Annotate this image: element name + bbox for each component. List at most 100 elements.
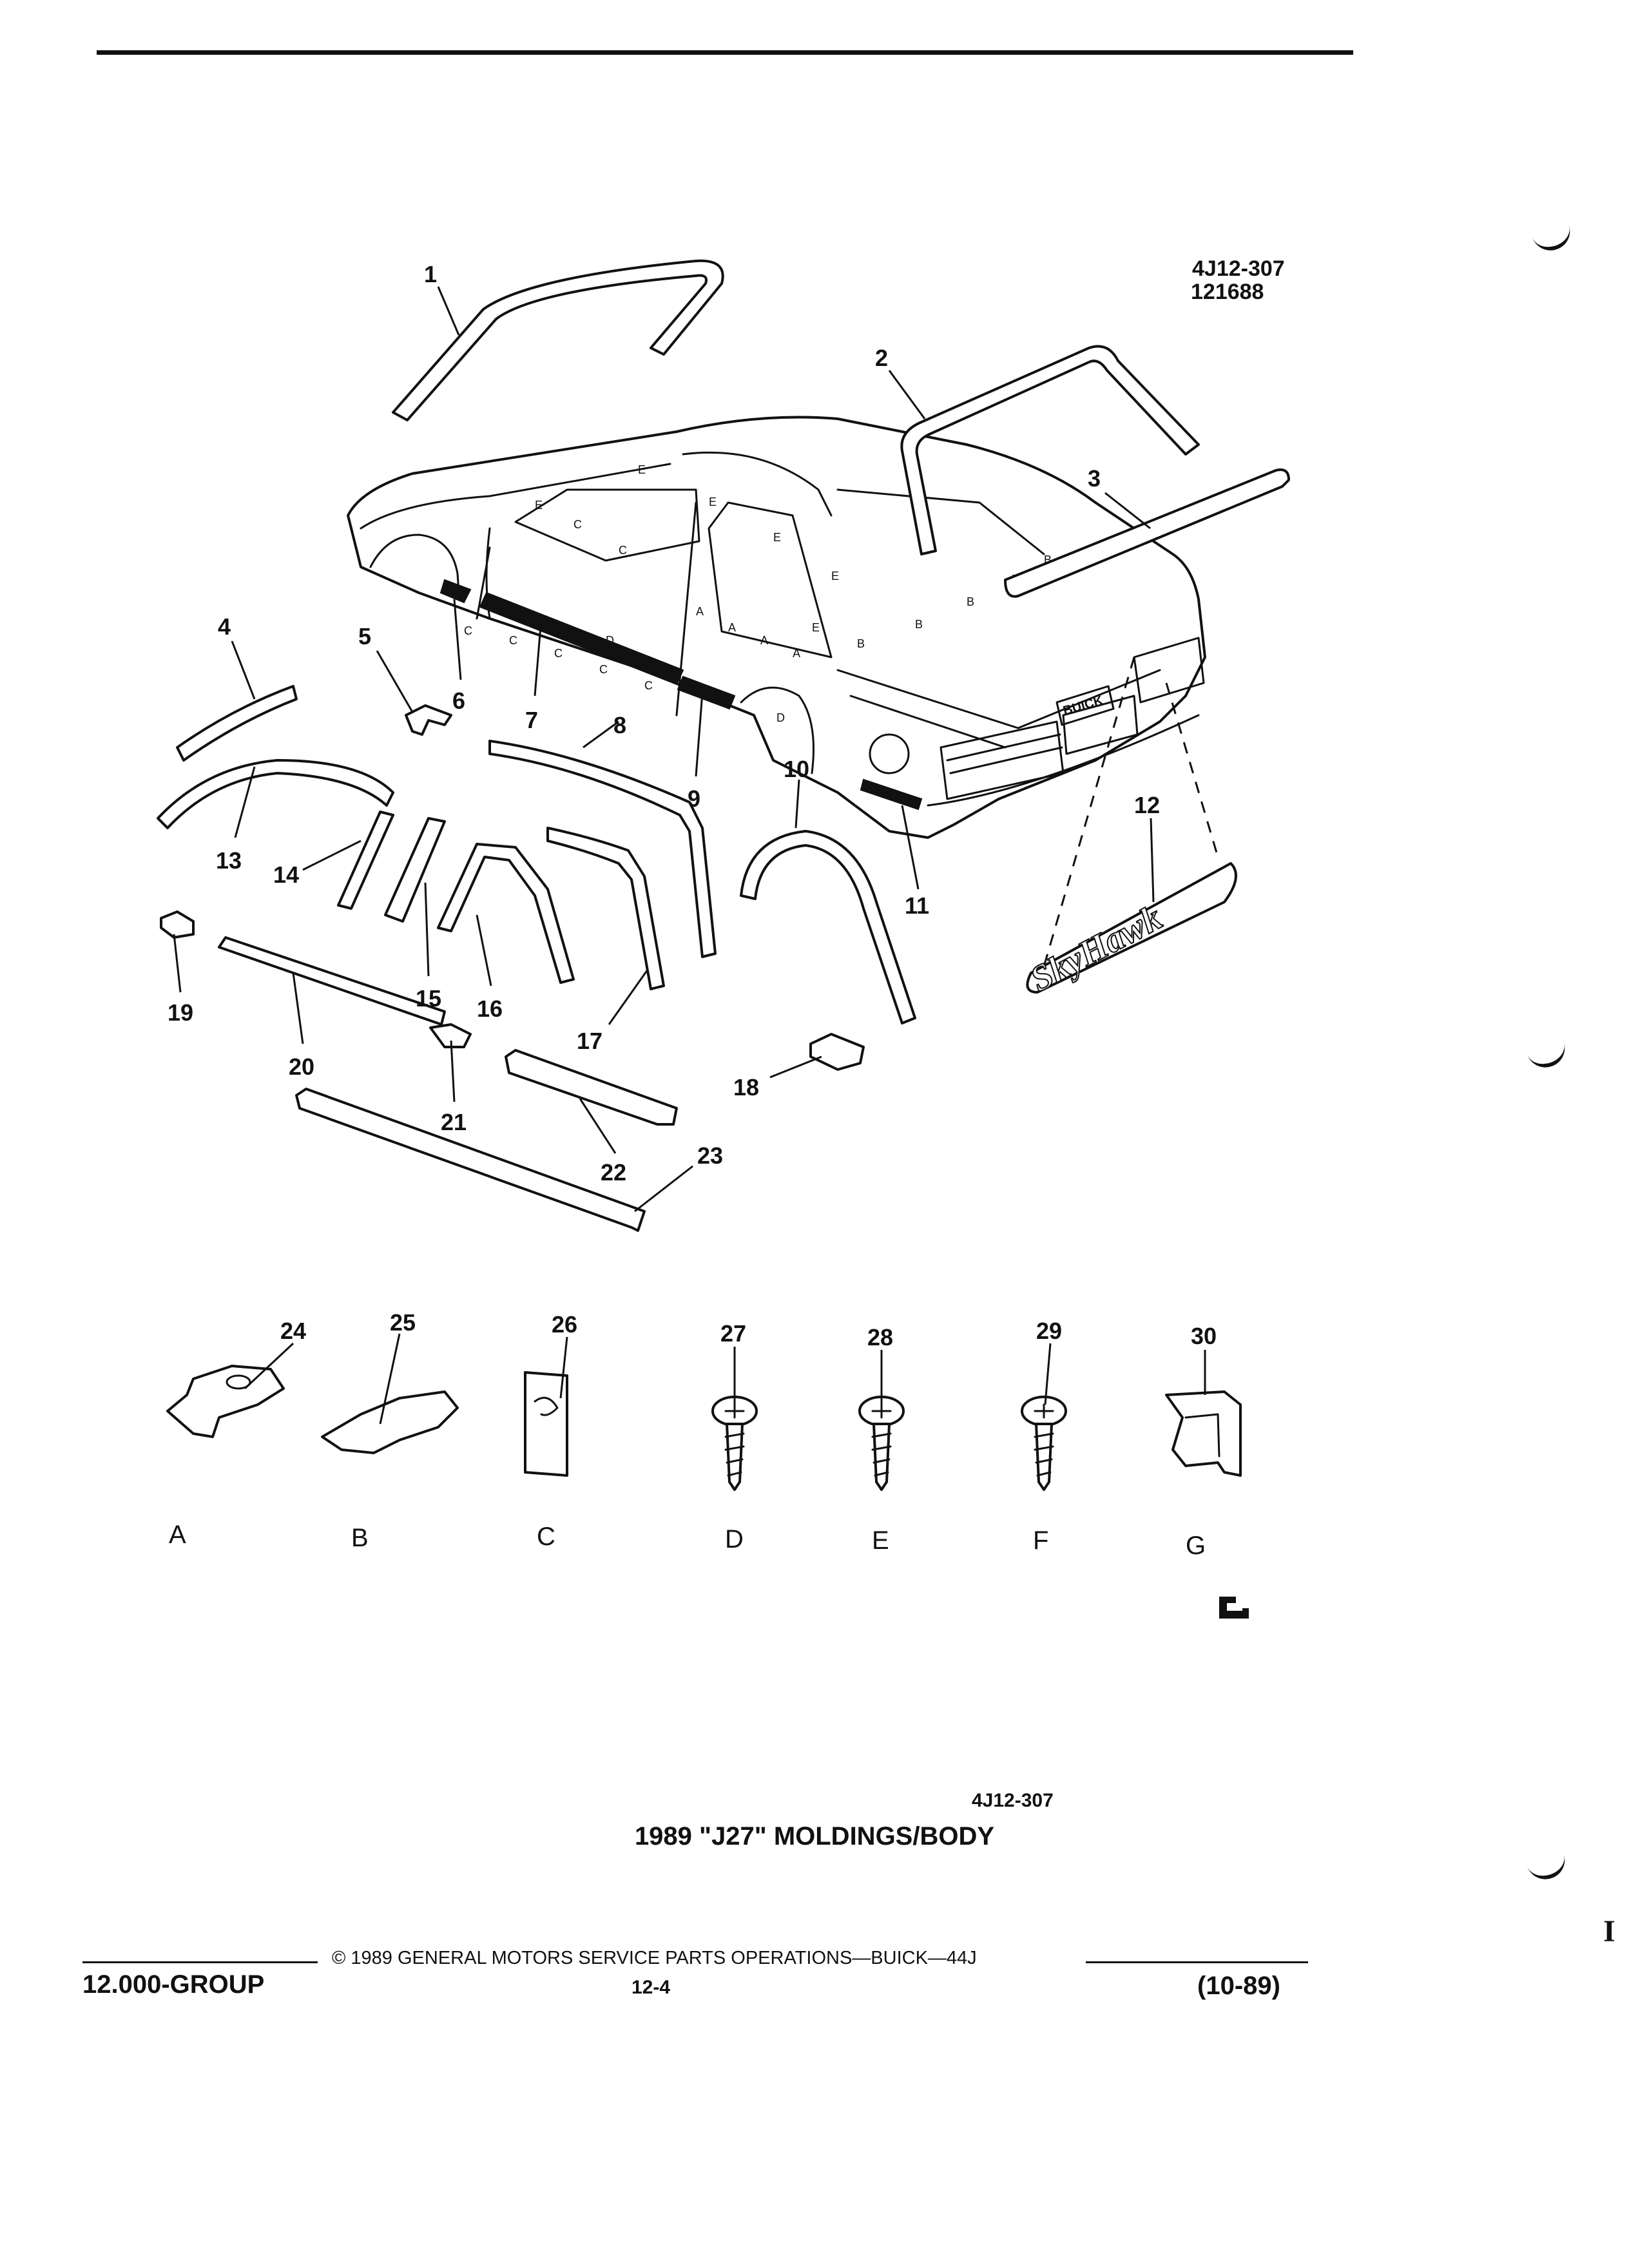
footer-group: 12.000-GROUP: [82, 1970, 265, 1999]
page-title: 1989 "J27" MOLDINGS/BODY: [634, 1822, 995, 1850]
callout-3: 3: [1088, 465, 1101, 492]
part-23-rocker-molding: [295, 1088, 646, 1232]
clip-label: B: [967, 595, 974, 608]
callout-5: 5: [358, 623, 371, 649]
callout-30: 30: [1191, 1323, 1217, 1349]
date-code: 121688: [1191, 280, 1264, 304]
part-20-molding: [218, 936, 446, 1026]
callout-26: 26: [552, 1311, 577, 1338]
part-14-molding: [337, 811, 394, 910]
clip-label: C: [464, 624, 472, 637]
callout-9: 9: [688, 785, 700, 812]
callout-17: 17: [577, 1028, 602, 1054]
callout-2: 2: [875, 345, 888, 371]
part-2-reveal-molding: [900, 345, 1200, 555]
leader-lines: [173, 286, 1219, 1425]
part-12-skyhawk-emblem: SkyHawk: [1023, 862, 1237, 1000]
part-17-molding: [546, 827, 665, 990]
callout-14: 14: [273, 861, 299, 888]
part-3-deck-molding: [1004, 468, 1290, 598]
part-26-clip: [524, 1371, 568, 1477]
callout-1: 1: [424, 261, 437, 287]
clip-label: A: [696, 605, 704, 618]
clip-label: B: [915, 618, 923, 631]
clip-label: C: [509, 634, 517, 647]
clip-label: C: [599, 663, 608, 676]
callout-12: 12: [1134, 792, 1160, 818]
callout-29: 29: [1036, 1318, 1062, 1344]
callout-27: 27: [720, 1320, 746, 1347]
letter-a: A: [169, 1521, 186, 1549]
letter-b: B: [351, 1524, 369, 1552]
letter-e: E: [872, 1526, 889, 1555]
callout-6: 6: [452, 687, 465, 714]
clip-label: A: [760, 634, 768, 647]
callout-15: 15: [416, 985, 441, 1012]
footer-copyright: © 1989 GENERAL MOTORS SERVICE PARTS OPER…: [332, 1948, 977, 1968]
callout-13: 13: [216, 847, 242, 874]
clip-label: C: [644, 679, 653, 692]
callout-8: 8: [613, 712, 626, 738]
part-5-end-cap: [405, 704, 452, 736]
footer-rule-right: [1086, 1961, 1308, 1963]
callout-10: 10: [784, 756, 809, 782]
part-10-wheel-opening-molding: [740, 830, 916, 1024]
callout-28: 28: [867, 1324, 893, 1350]
callout-20: 20: [289, 1053, 314, 1080]
part-21-end-cap: [429, 1023, 472, 1048]
clip-label: C: [574, 518, 582, 531]
letter-g: G: [1186, 1532, 1206, 1560]
bottom-illustration-code: 4J12-307: [972, 1790, 1054, 1811]
letter-c: C: [537, 1523, 555, 1551]
part-25-clip: [321, 1390, 459, 1454]
letter-d: D: [725, 1525, 744, 1553]
clip-label: E: [535, 499, 543, 512]
part-4-molding: [176, 685, 298, 762]
footer-rule-left: [82, 1961, 318, 1963]
car-body: [347, 416, 1206, 839]
clip-label: D: [776, 711, 785, 724]
callout-23: 23: [697, 1142, 723, 1169]
footer-page-number: 12-4: [631, 1977, 671, 1998]
callout-19: 19: [168, 999, 193, 1026]
callout-22: 22: [601, 1159, 626, 1186]
clip-label: E: [773, 531, 781, 544]
part-16-molding: [437, 843, 575, 984]
part-8-molding: [488, 740, 717, 958]
callout-4: 4: [218, 613, 231, 640]
clip-label: B: [857, 637, 865, 650]
callout-25: 25: [390, 1309, 416, 1336]
illustration-code: 4J12-307: [1192, 256, 1285, 281]
car-clip-labels: C C C C C C C A A A A B B B B B E E E E …: [464, 463, 1052, 724]
part-30-retainer: [1165, 1390, 1242, 1477]
clip-label: E: [831, 570, 839, 582]
clip-label: E: [812, 621, 820, 634]
part-28-screw: [858, 1396, 905, 1491]
letter-f: F: [1033, 1526, 1048, 1555]
callout-18: 18: [733, 1074, 759, 1100]
binder-edge-mark: I: [1603, 1914, 1615, 1948]
clip-label: A: [793, 647, 800, 660]
part-18-clip: [809, 1033, 865, 1071]
part-27-screw: [711, 1396, 758, 1491]
callout-16: 16: [477, 995, 503, 1022]
part-24-clip: [166, 1365, 285, 1438]
skyhawk-emblem-text: SkyHawk: [1024, 898, 1168, 999]
clip-label: C: [619, 544, 627, 557]
callout-11: 11: [905, 892, 929, 919]
part-letters: A B C D E F G: [169, 1521, 1206, 1560]
clip-label: A: [728, 621, 736, 634]
callout-21: 21: [441, 1109, 467, 1135]
part-1-drip-molding: [392, 259, 724, 421]
part-22-molding: [505, 1049, 678, 1126]
part-13-molding: [157, 759, 394, 829]
clip-label: E: [638, 463, 646, 476]
clip-label: E: [709, 495, 717, 508]
callout-7: 7: [525, 707, 538, 733]
part-19-clip: [160, 910, 195, 939]
part-15-molding: [384, 817, 446, 923]
top-rule: [97, 50, 1353, 55]
part-29-screw: [1021, 1396, 1067, 1491]
callout-numbers: 1 2 3 4 5 6 7 8 9 10 11 12 13 14 15 16 1…: [168, 261, 1217, 1350]
